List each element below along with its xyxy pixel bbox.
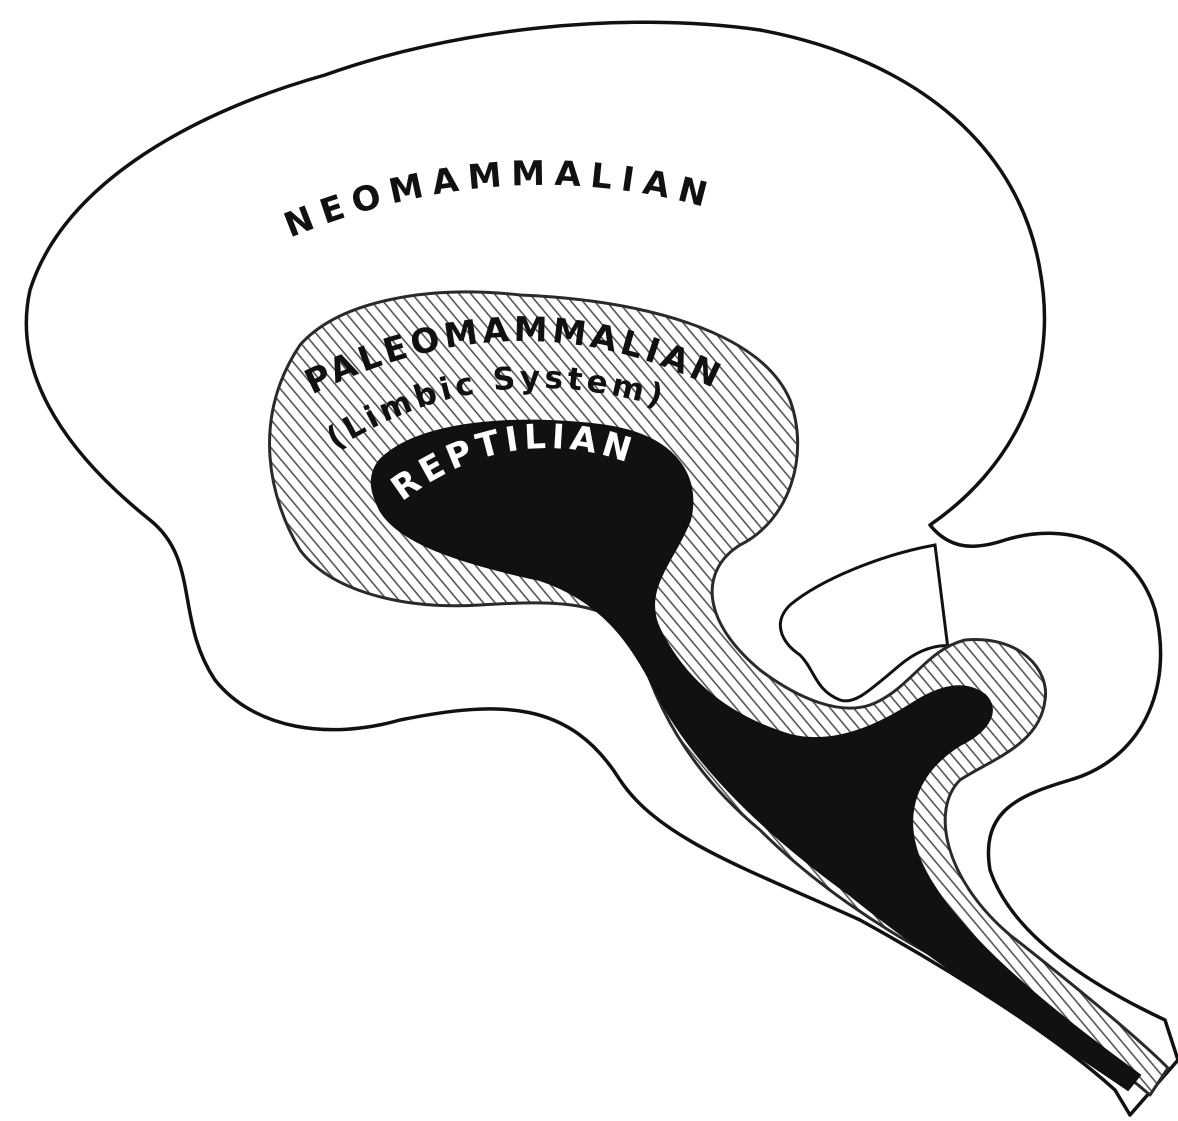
brain-section-illustration: NEOMAMMALIAN PALEOMAMMALIAN (Limbic Syst…: [0, 0, 1178, 1121]
triune-brain-diagram: NEOMAMMALIAN PALEOMAMMALIAN (Limbic Syst…: [0, 0, 1178, 1121]
